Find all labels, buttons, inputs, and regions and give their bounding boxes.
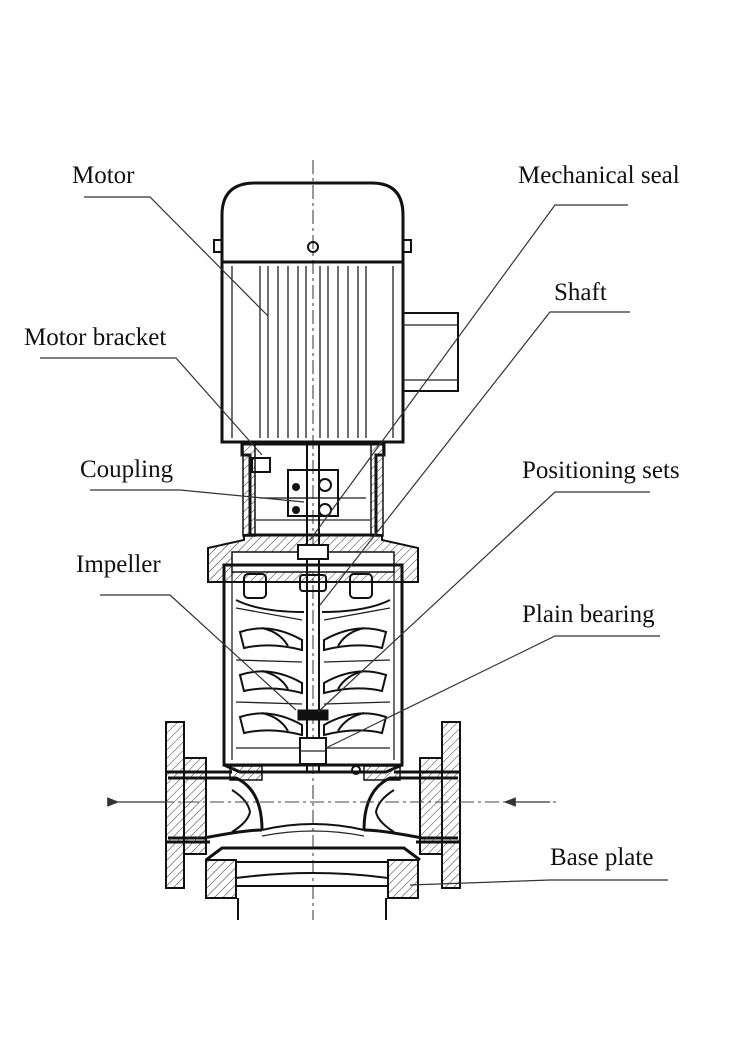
leader-mechanical-seal: [309, 204, 628, 541]
impeller-stages: [235, 573, 391, 749]
leader-plain-bearing: [325, 635, 660, 749]
label-coupling: Coupling: [80, 456, 174, 483]
label-base-plate: Base plate: [550, 844, 653, 871]
leader-coupling: [90, 489, 305, 503]
pump-base: [168, 763, 458, 899]
leader-motor-bracket: [40, 357, 263, 456]
leader-positioning-sets: [317, 491, 650, 713]
outlet-flange-right: [394, 721, 461, 889]
label-mechanical-seal: Mechanical seal: [518, 162, 680, 189]
label-motor: Motor: [72, 162, 135, 189]
shaft: [297, 443, 329, 773]
leader-base-plate: [409, 879, 668, 886]
inlet-flange-left: [165, 721, 232, 889]
label-positioning-sets: Positioning sets: [522, 457, 680, 484]
label-plain-bearing: Plain bearing: [522, 601, 655, 628]
label-motor-bracket: Motor bracket: [24, 324, 166, 351]
base-pipe-stubs: [237, 898, 387, 920]
label-shaft: Shaft: [554, 279, 607, 306]
label-impeller: Impeller: [76, 551, 161, 578]
leader-lines: [40, 196, 668, 886]
leader-motor: [84, 196, 269, 317]
leader-impeller: [100, 594, 297, 711]
motor: [213, 181, 459, 444]
leader-shaft: [319, 311, 630, 606]
